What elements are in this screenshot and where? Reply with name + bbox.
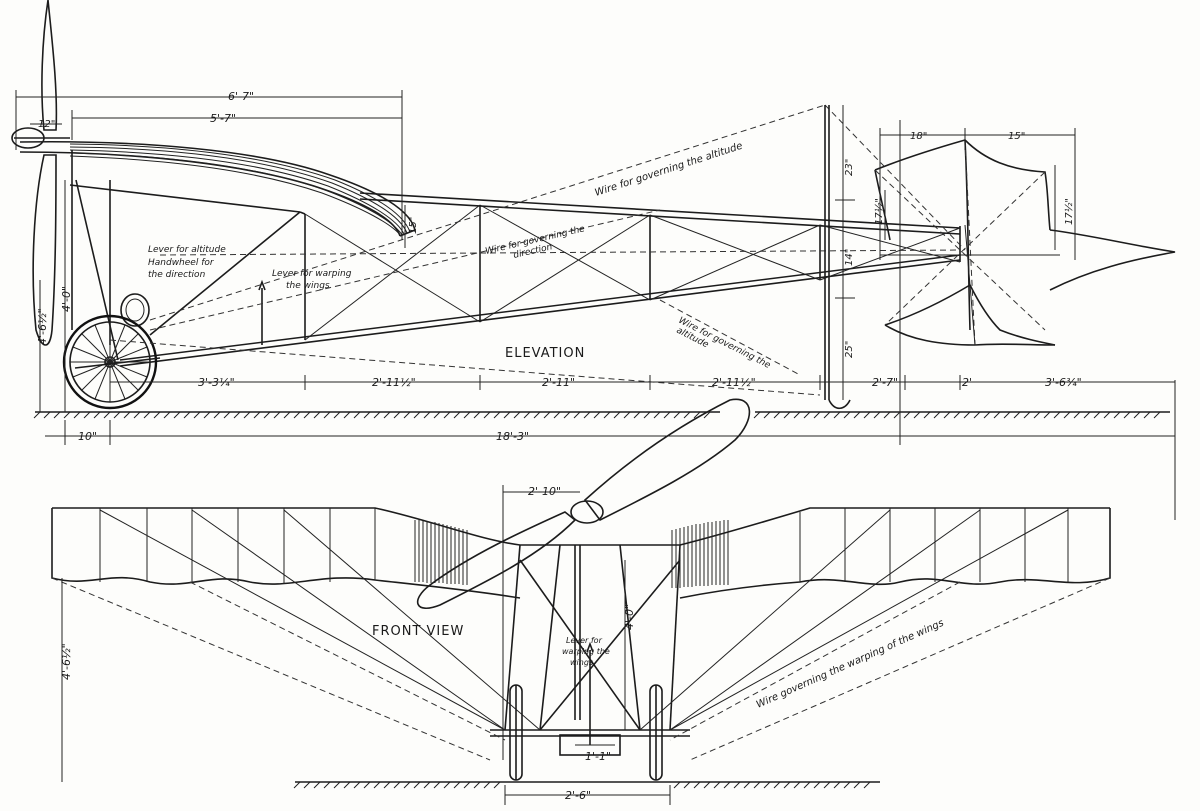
- dim-offset-10: 10": [78, 430, 97, 443]
- elevation-view: ELEVATION Lever for altitude Handwheel f…: [11, 0, 1176, 445]
- front-note-lever-1: Lever for: [566, 636, 603, 645]
- note-handwheel-1: Handwheel for: [148, 258, 215, 268]
- elevation-control-wires: [109, 104, 966, 396]
- front-view-title: FRONT VIEW: [372, 624, 464, 639]
- front-wing: [51, 507, 1111, 599]
- dim-tail-25: 25": [844, 341, 855, 358]
- front-dim-height-4-0: 4'-0": [623, 604, 636, 630]
- front-dimension-labels: 2'-10" 4'-0" 4'-6½" 1'-1" 2'-6": [60, 485, 636, 802]
- dim-tail-17b: 17½": [1063, 198, 1075, 225]
- elevation-landing-wheel: [62, 314, 161, 410]
- note-wire-altitude-top: Wire for governing the altitude: [594, 141, 744, 199]
- dim-rise-15: 15": [408, 217, 419, 234]
- front-note-wire-warping: Wire governing the warping of the wings: [755, 618, 946, 711]
- front-ground-line: [293, 781, 880, 789]
- front-dimension-lines: [61, 445, 1176, 805]
- dim-seg-6: 2': [962, 376, 972, 389]
- front-dim-height-4-6: 4'-6½": [60, 643, 73, 680]
- front-wing-shading-left: [414, 520, 468, 585]
- dim-overall-length: 18'-3": [496, 430, 529, 443]
- dim-seg-3: 2'-11": [542, 376, 575, 389]
- note-lever-altitude: Lever for altitude: [148, 245, 226, 255]
- front-dim-axle: 1'-1": [585, 750, 611, 763]
- dim-top-overall: 6'-7": [228, 90, 254, 103]
- dim-seg-5: 2'-7": [872, 376, 898, 389]
- front-dim-track: 2'-6": [565, 789, 591, 802]
- note-lever-warping-2: the wings: [286, 281, 330, 291]
- front-note-lever-2: warping the: [562, 647, 610, 656]
- elevation-dimension-lines: [15, 90, 1176, 445]
- elevation-tail-post: [824, 105, 851, 410]
- elevation-labels: ELEVATION Lever for altitude Handwheel f…: [148, 141, 772, 371]
- elevation-tail-cruciform: [874, 139, 1176, 346]
- front-lever: [586, 641, 594, 745]
- elevation-ground-line: [33, 411, 1170, 419]
- dim-top-inner: 5'-7": [210, 112, 236, 125]
- front-wing-wires: [51, 509, 1111, 761]
- elevation-wing: [19, 140, 416, 237]
- dim-tail-17a: 17½": [873, 198, 885, 225]
- dim-tail-23: 23": [844, 159, 855, 176]
- front-note-lever-3: wings: [570, 658, 593, 667]
- front-view: FRONT VIEW Lever for warping the wings W…: [51, 398, 1176, 805]
- dim-height-4-0: 4'-0": [60, 286, 73, 312]
- note-lever-warping-1: Lever for warping: [272, 269, 352, 279]
- dim-seg-1: 3'-3¼": [198, 376, 235, 389]
- elevation-dimension-labels: 6'-7" 5'-7" 12" 15" 4'-0" 4'-6½" 3'-3¼" …: [36, 90, 1082, 443]
- dim-seg-7: 3'-6¾": [1045, 376, 1082, 389]
- front-dim-hub-width: 2'-10": [528, 485, 561, 498]
- front-wing-shading-right: [671, 520, 729, 588]
- dim-seg-2: 2'-11½": [372, 376, 416, 389]
- elevation-title: ELEVATION: [505, 346, 585, 361]
- front-wheels: [509, 684, 663, 781]
- dim-seg-4: 2'-11½": [712, 376, 756, 389]
- dim-height-4-6: 4'-6½": [36, 308, 49, 345]
- note-wire-altitude-bottom-1: Wire for governing the: [677, 316, 773, 371]
- dim-prop-hub: 12": [38, 119, 55, 130]
- dim-tail-14: 14": [844, 249, 855, 266]
- note-handwheel-2: the direction: [148, 270, 206, 280]
- elevation-propeller: [11, 0, 70, 346]
- dim-tail-15: 15": [1008, 131, 1025, 142]
- dim-tail-18: 18": [910, 131, 927, 142]
